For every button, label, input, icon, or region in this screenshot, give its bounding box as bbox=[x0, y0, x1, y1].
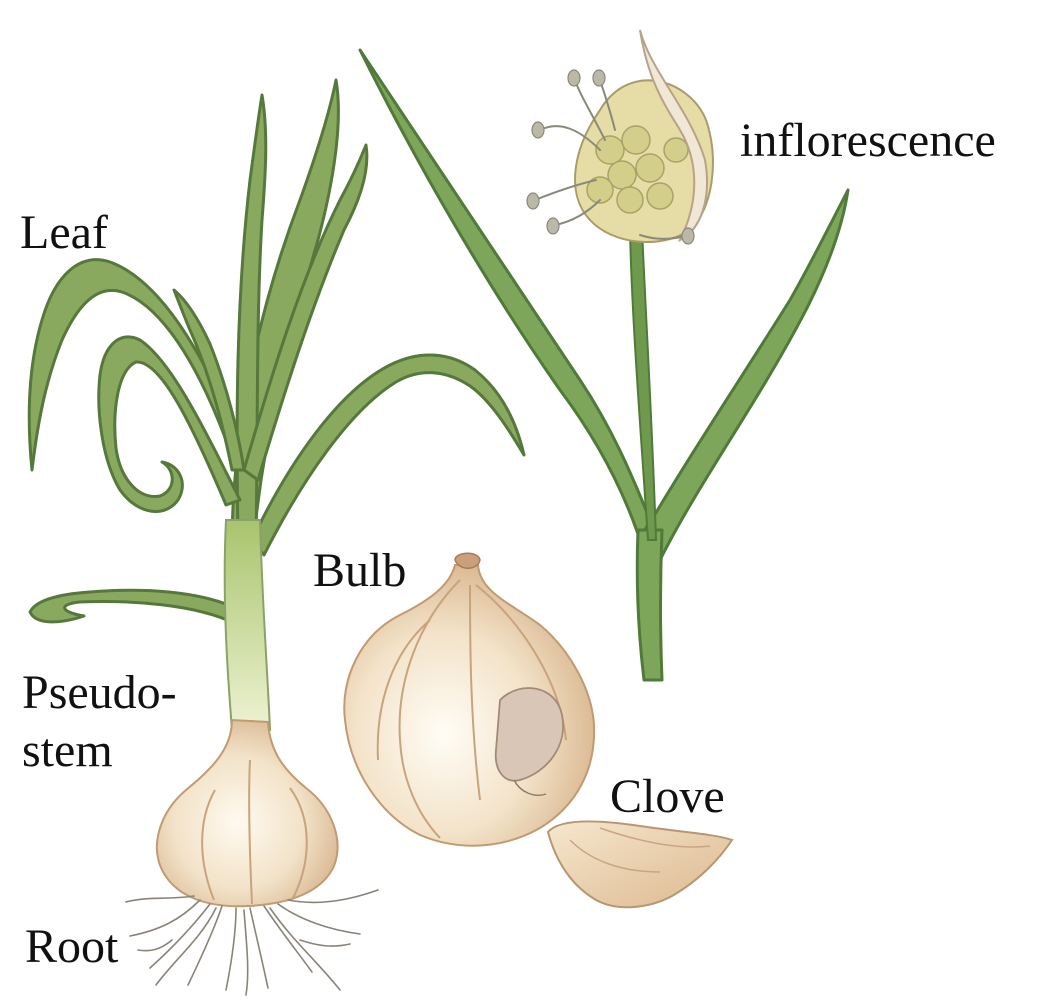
label-pseudostem-line2: stem bbox=[22, 722, 177, 780]
left-bulb-shape bbox=[157, 720, 338, 906]
label-inflorescence: inflorescence bbox=[740, 114, 996, 168]
inflorescence-shape bbox=[527, 30, 713, 244]
label-leaf: Leaf bbox=[20, 206, 108, 260]
label-pseudostem-line1: Pseudo- bbox=[22, 664, 177, 722]
label-pseudostem: Pseudo- stem bbox=[22, 664, 177, 780]
left-plant-leaves bbox=[29, 80, 524, 624]
clove-shape bbox=[548, 821, 732, 907]
label-bulb: Bulb bbox=[313, 544, 406, 598]
label-clove: Clove bbox=[610, 770, 725, 824]
label-root: Root bbox=[25, 920, 118, 974]
